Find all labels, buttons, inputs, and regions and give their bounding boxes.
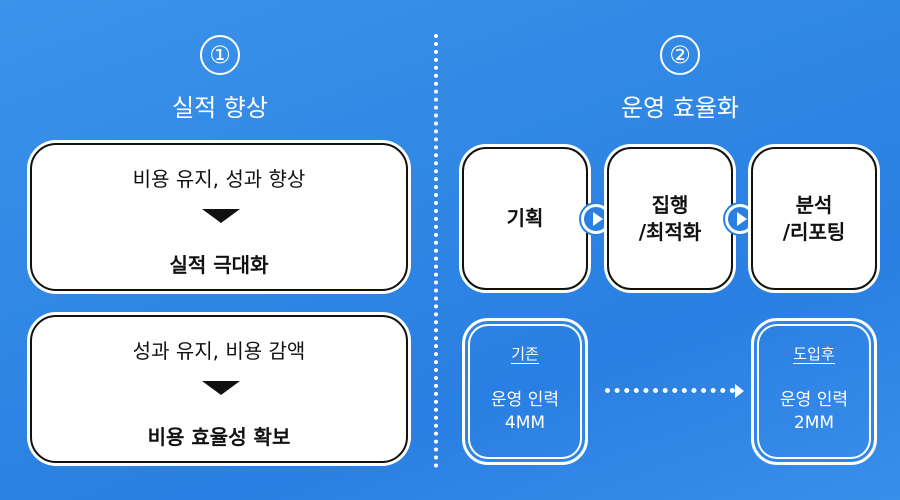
scenario-box-2: 성과 유지, 비용 감액 비용 효율성 확보 [30,315,408,463]
down-arrow-icon [202,381,240,395]
scenario-condition: 비용 유지, 성과 향상 [132,167,306,191]
scenario-condition: 성과 유지, 비용 감액 [132,339,306,363]
arrow-head-icon [735,384,744,398]
scenario-result: 실적 극대화 [169,253,269,277]
process-step-execution: 집행 /최적화 [607,147,733,290]
process-step-analysis: 분석 /리포팅 [751,147,877,290]
dotted-divider [434,34,438,468]
after-box: 도입후 운영 인력 2MM [751,318,877,465]
before-label: 기존 [511,345,539,364]
section-title-performance: 실적 향상 [172,94,268,122]
section-title-efficiency: 운영 효율화 [620,94,740,122]
before-box: 기존 운영 인력 4MM [462,318,588,465]
before-metric-value: 4MM [504,413,546,433]
after-metric-value: 2MM [793,413,835,433]
step-number-2: ② [660,35,700,75]
scenario-result: 비용 효율성 확보 [147,425,291,449]
before-metric-label: 운영 인력 [491,390,559,410]
scenario-box-1: 비용 유지, 성과 향상 실적 극대화 [30,143,408,291]
process-step-planning: 기획 [462,147,588,290]
dotted-arrow [605,388,735,393]
after-label: 도입후 [793,345,835,364]
play-arrow-icon [581,204,611,234]
step-number-1: ① [200,35,240,75]
down-arrow-icon [202,209,240,223]
after-metric-label: 운영 인력 [780,390,848,410]
